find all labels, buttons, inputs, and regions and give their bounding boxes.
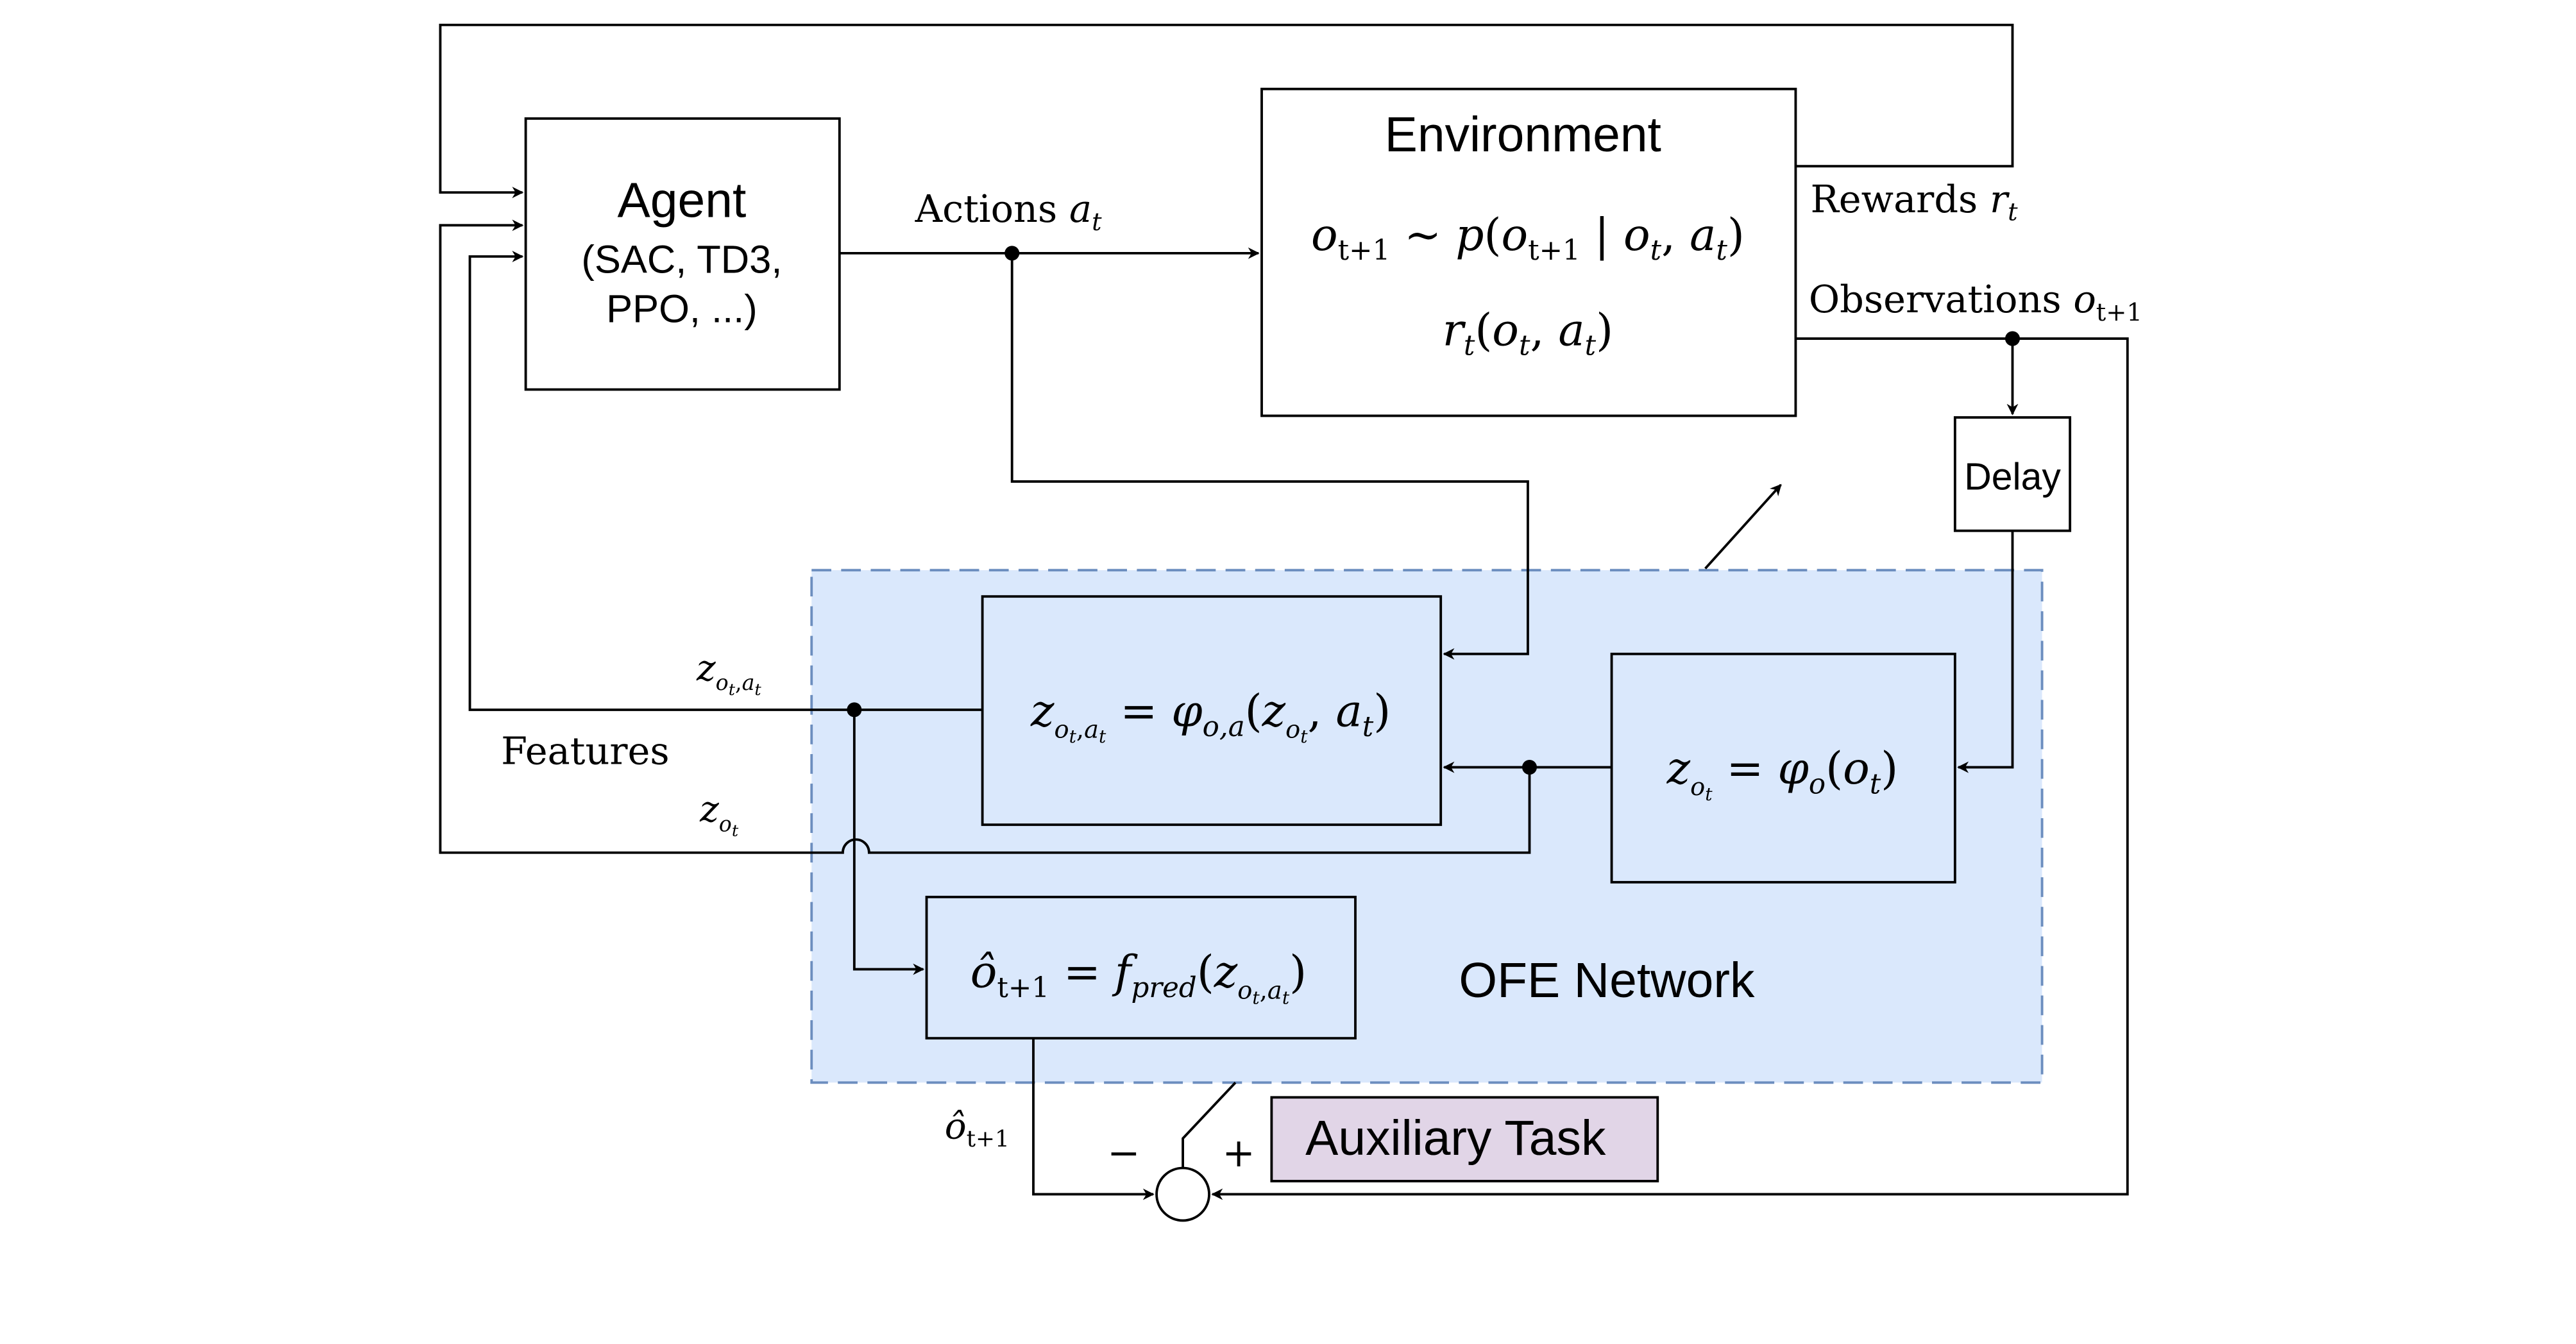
environment-title: Environment [1385, 107, 1661, 162]
comparator-minus-sign: − [1107, 1130, 1140, 1176]
state-action-encoder-equation: zot,at = φo,a(zot, at) [1030, 686, 1391, 748]
observation-encoder-box [1610, 652, 1956, 884]
feature-to-prediction-arrow [852, 709, 925, 975]
network-update-arrow [1704, 483, 1782, 569]
actions-label: Actions at [915, 187, 1102, 237]
observation-junction-dot [2004, 331, 2021, 346]
auxiliary-task-link [1182, 1081, 1237, 1168]
state-action-feature-label: zot,at [696, 648, 761, 700]
agent-algorithms-line2: PPO, ...) [606, 287, 758, 331]
rewards-label: Rewards rt [1810, 177, 2018, 227]
environment-transition-equation: ot+1 ~ p(ot+1 | ot, at) [1311, 210, 1745, 267]
observation-line [1211, 337, 2129, 1200]
auxiliary-task-box [1270, 1096, 1659, 1182]
agent-algorithms-line1: (SAC, TD3, [581, 238, 782, 282]
action-junction-dot [1004, 246, 1020, 261]
predicted-observation-label: ôt+1 [945, 1105, 1010, 1152]
prediction-to-comparator-arrow [1032, 1038, 1155, 1200]
actions-label-text: Actions [915, 187, 1058, 231]
reward-feedback-arrow [439, 23, 2014, 199]
delay-label: Delay [1964, 457, 2061, 498]
state-action-encoder-box [981, 595, 1443, 827]
observation-feature-label: zot [699, 789, 739, 841]
rewards-label-text: Rewards [1810, 177, 1978, 221]
feature-junction-dot [847, 702, 862, 718]
prediction-head-box [925, 895, 1357, 1040]
features-label: Features [501, 728, 669, 773]
ofe-network-label: OFE Network [1459, 953, 1755, 1008]
agent-title: Agent [618, 173, 747, 228]
comparator-circle [1155, 1166, 1210, 1222]
action-to-encoder-arrow [1010, 253, 1529, 660]
environment-reward-equation: rt(ot, at) [1443, 305, 1613, 362]
comparator-plus-sign: + [1222, 1130, 1255, 1176]
auxiliary-task-label: Auxiliary Task [1305, 1111, 1606, 1166]
observations-label-text: Observations [1809, 277, 2062, 321]
delay-to-encoder-arrow [1957, 530, 2014, 773]
delay-box [1953, 416, 2072, 532]
observations-label: Observations ot+1 [1809, 277, 2142, 327]
observation-feature-junction-dot [1521, 760, 1538, 775]
environment-box [1260, 87, 1797, 417]
state-action-feature-feedback-arrow [468, 251, 983, 711]
observation-encoder-equation: zot = φo(ot) [1666, 743, 1899, 805]
agent-box [524, 117, 841, 391]
prediction-head-equation: ôt+1 = fpred(zot,at) [970, 947, 1307, 1009]
